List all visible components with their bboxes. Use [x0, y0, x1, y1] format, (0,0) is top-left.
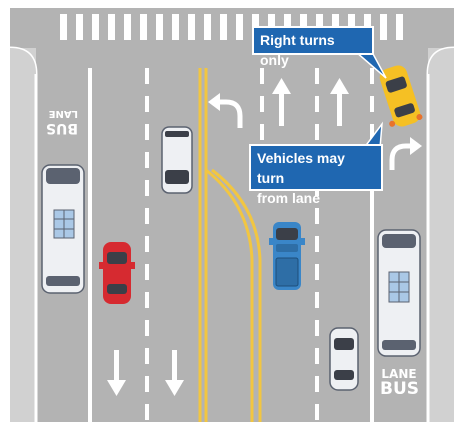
callout-turn-from-lane: Vehicles may turn from lane [249, 144, 383, 206]
left-turn-arrow [208, 93, 243, 128]
straight-arrow [272, 78, 291, 126]
callout-right-turns-text: Right turns only [260, 32, 335, 68]
callout-turn-line1: Vehicles may turn [257, 150, 345, 186]
center-line [198, 68, 262, 422]
bus-lane-left-word1: BUS [45, 120, 78, 136]
main-road [36, 8, 428, 422]
bus-lane-left-word2: LANE [48, 108, 78, 119]
bus-lane-line-right [370, 186, 374, 422]
car-red [99, 242, 135, 304]
down-arrow [107, 350, 126, 396]
callout-turn-line2: from lane [257, 190, 321, 206]
bus-lane-marking-right: LANE BUS [380, 367, 420, 399]
bus-right [377, 229, 421, 357]
bus-lane-line-left [88, 68, 92, 422]
car-white [329, 327, 359, 391]
right-turn-arrow [389, 137, 422, 170]
bus-left [41, 164, 85, 294]
bus-lane-marking-left: BUS LANE [45, 108, 78, 136]
straight-arrow [330, 78, 349, 126]
van-white [161, 126, 193, 194]
down-arrow [165, 350, 184, 396]
callout-right-turns: Right turns only [252, 26, 374, 68]
bus-lane-right-word2: BUS [380, 379, 420, 399]
truck-blue [269, 222, 305, 290]
car-yellow [379, 65, 423, 127]
bus-lane-right-word1: LANE [381, 367, 417, 381]
lane-dashes [145, 68, 374, 420]
